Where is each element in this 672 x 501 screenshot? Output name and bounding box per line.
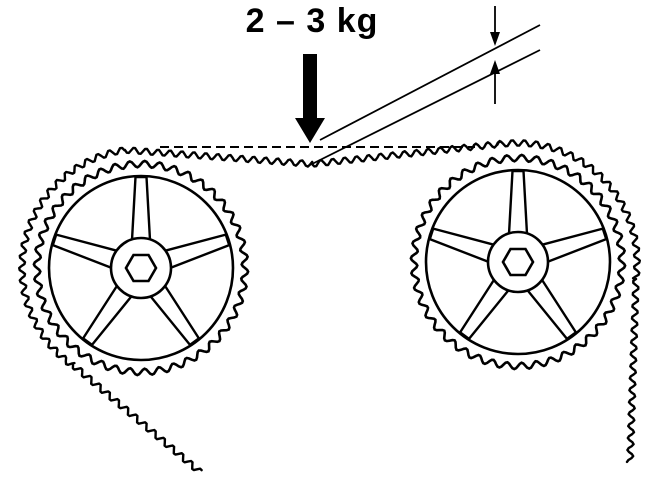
arrow-shaft bbox=[303, 54, 317, 122]
force-label: 2 – 3 kg bbox=[245, 2, 379, 40]
extension-line-upper bbox=[319, 24, 541, 141]
hexagon-icon bbox=[124, 253, 158, 283]
right-sprocket bbox=[409, 153, 627, 371]
sprocket-spoke bbox=[507, 169, 529, 236]
hexagon-icon bbox=[501, 247, 535, 277]
belt-left-down-span bbox=[71, 363, 203, 472]
extension-line-lower bbox=[311, 49, 541, 165]
dimension-arrowhead-up bbox=[490, 60, 500, 74]
belt-right-down-span bbox=[625, 277, 640, 464]
arrow-head bbox=[295, 118, 325, 143]
down-arrow-icon bbox=[295, 54, 325, 143]
left-sprocket bbox=[32, 159, 250, 377]
sprocket-spoke bbox=[130, 175, 152, 242]
timing-belt bbox=[18, 139, 641, 472]
dimension-arrows-icon bbox=[311, 6, 541, 165]
belt-top-right-span bbox=[310, 139, 501, 168]
belt-left-wrap bbox=[18, 146, 126, 366]
dimension-arrowhead-down bbox=[490, 32, 500, 46]
belt-right-wrap bbox=[496, 139, 641, 280]
belt-top-left-span bbox=[123, 146, 314, 168]
